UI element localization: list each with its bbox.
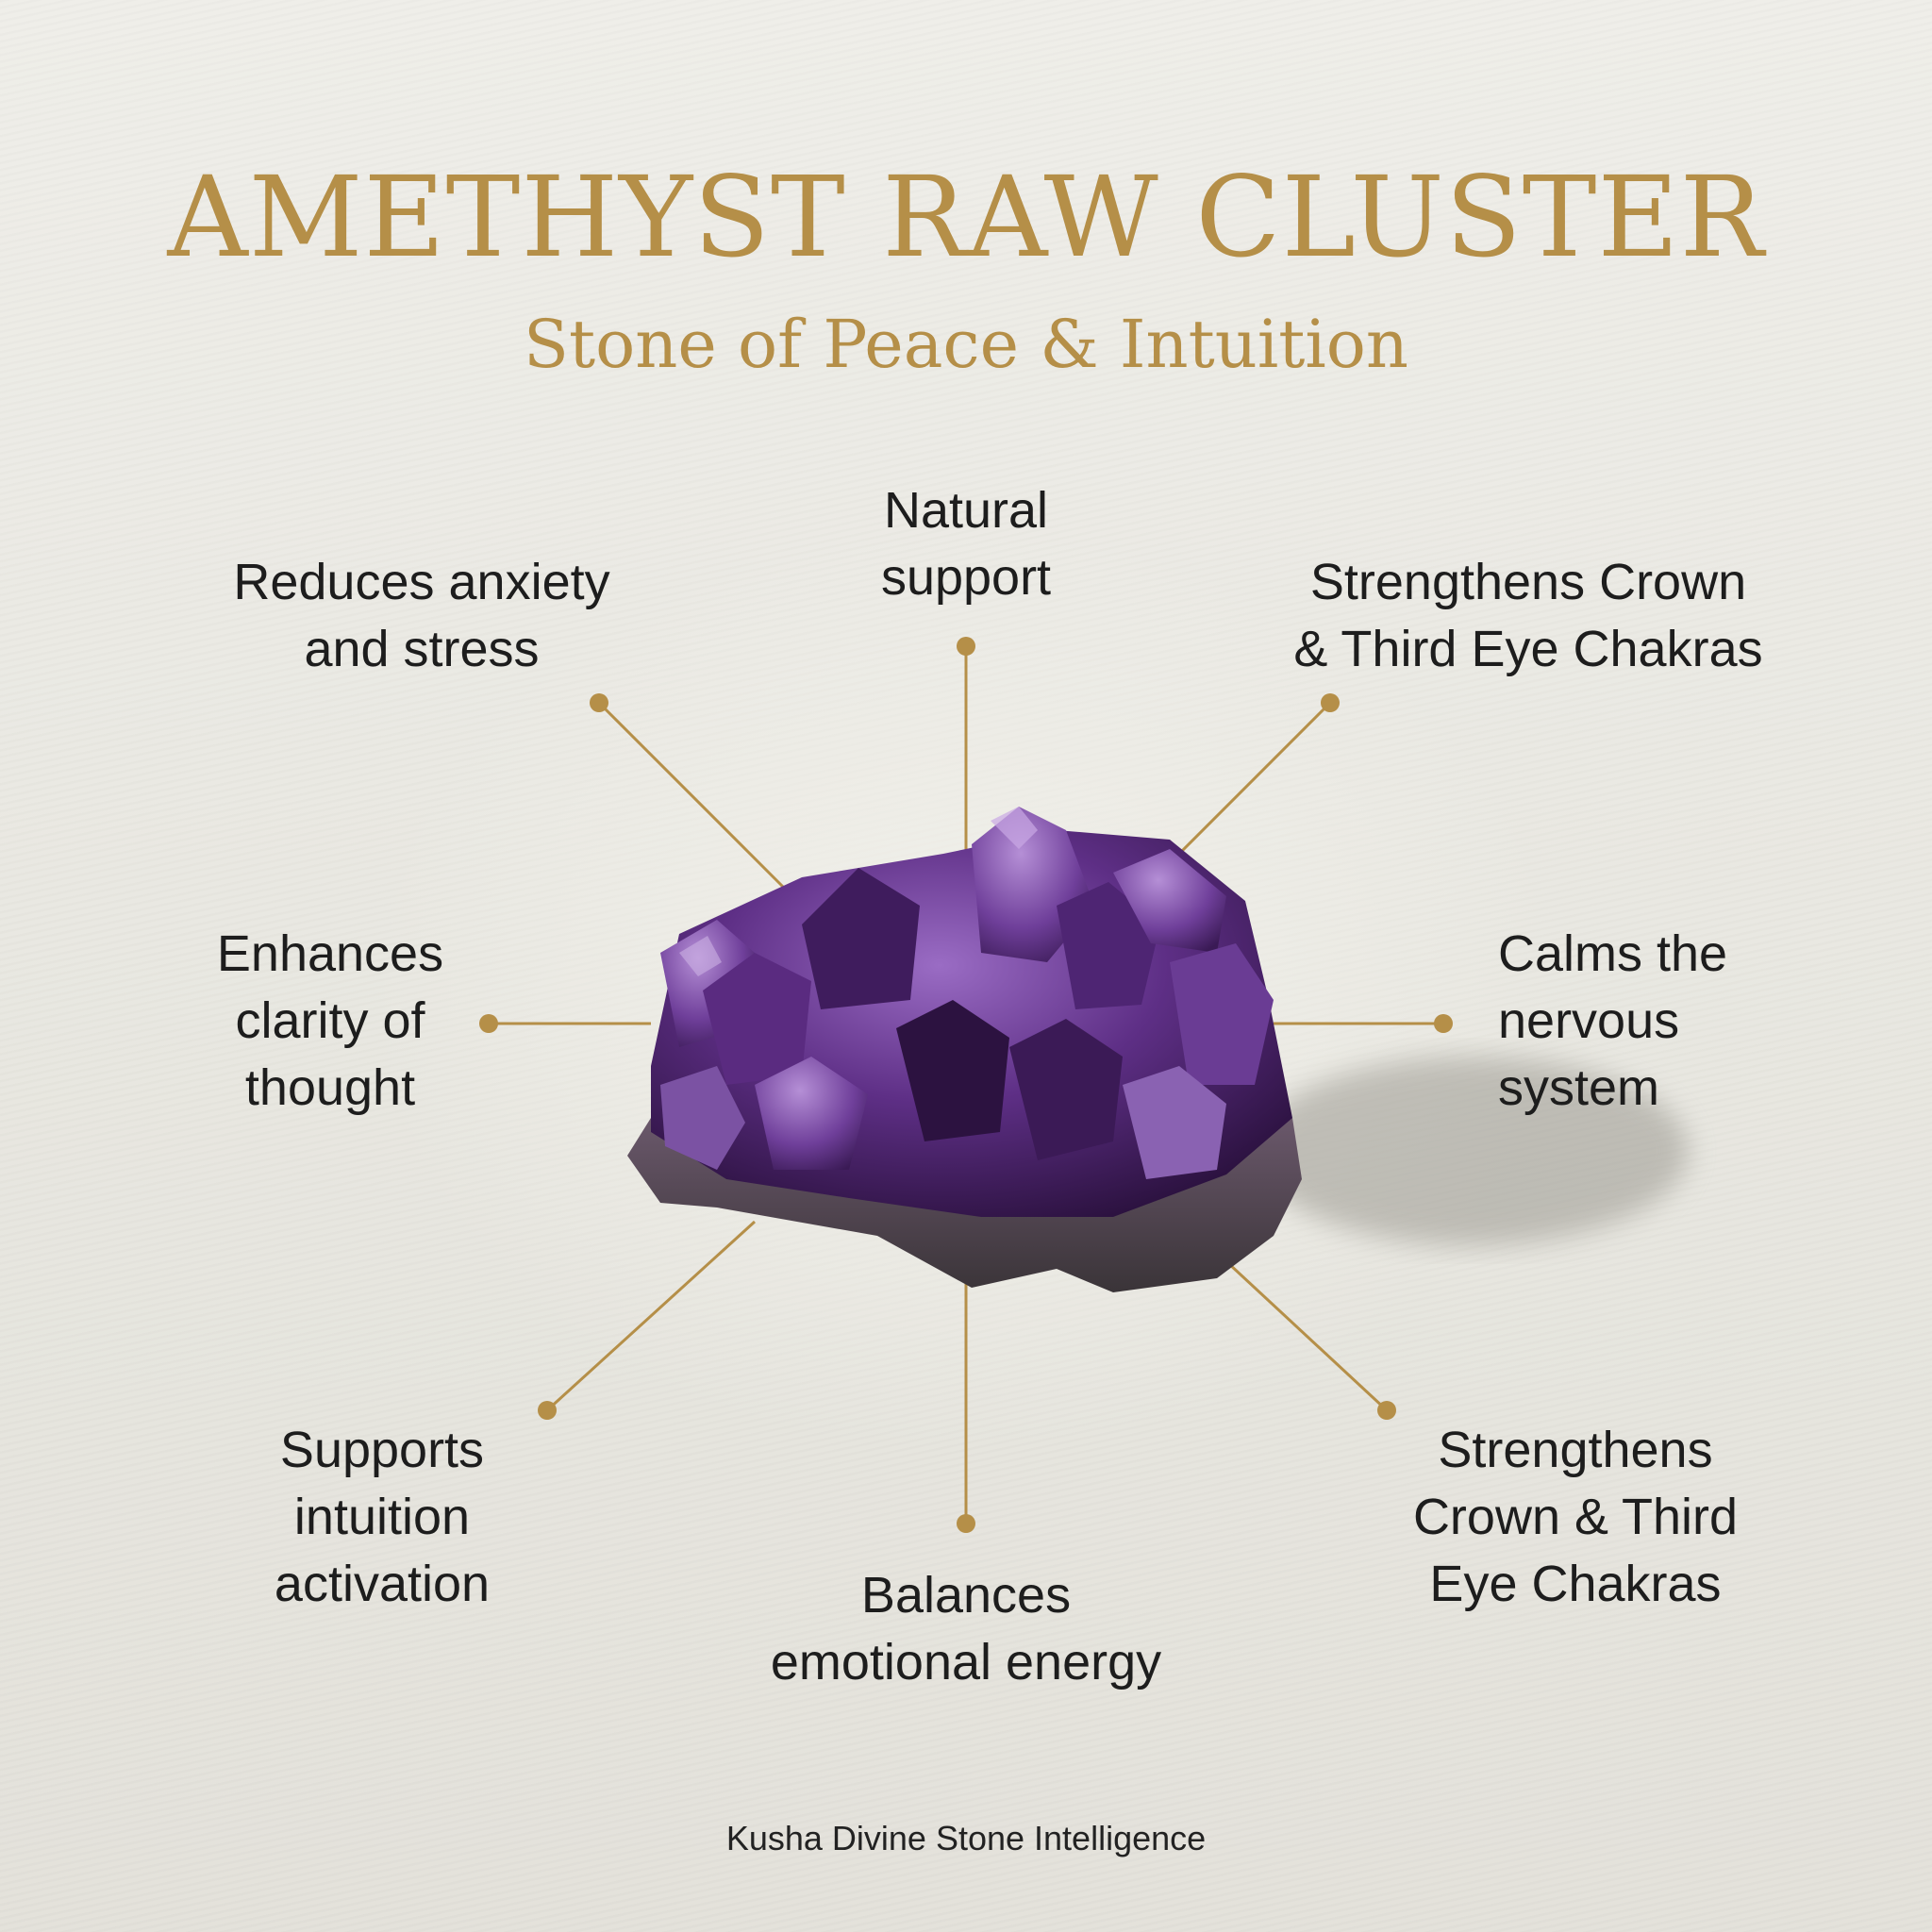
dot-bottom-right xyxy=(1377,1401,1396,1420)
page-title: AMETHYST RAW CLUSTER xyxy=(167,152,1765,282)
benefit-label-top-right: Strengthens Crown & Third Eye Chakras xyxy=(1217,549,1840,683)
benefit-line: Natural xyxy=(883,482,1049,539)
benefit-line: Reduces anxiety xyxy=(233,554,610,610)
leader-line-top-left xyxy=(597,701,785,889)
benefit-label-bottom: Balances emotional energy xyxy=(692,1562,1240,1696)
benefit-line: system xyxy=(1498,1059,1660,1116)
benefit-label-bottom-left: Supports intuition activation xyxy=(226,1417,538,1618)
dot-bottom xyxy=(957,1514,975,1533)
leader-dots xyxy=(479,637,1453,1533)
benefit-label-bottom-right: Strengthens Crown & Third Eye Chakras xyxy=(1358,1417,1792,1618)
benefit-line: Supports xyxy=(279,1422,485,1478)
dot-top-right xyxy=(1321,693,1340,712)
dot-bottom-left xyxy=(538,1401,557,1420)
benefit-line: Strengthens xyxy=(1438,1422,1713,1478)
benefit-label-mid-right: Calms the nervous system xyxy=(1498,921,1838,1122)
benefit-label-top-left: Reduces anxiety and stress xyxy=(158,549,686,683)
dot-top xyxy=(957,637,975,656)
benefit-line: intuition xyxy=(293,1489,471,1545)
benefit-line: & Third Eye Chakras xyxy=(1293,621,1763,677)
page-subtitle: Stone of Peace & Intuition xyxy=(524,306,1408,383)
benefit-line: Balances xyxy=(860,1567,1072,1624)
dot-mid-left xyxy=(479,1014,498,1033)
benefit-line: clarity of xyxy=(235,992,425,1049)
benefit-line: Strengthens Crown xyxy=(1309,554,1747,610)
benefit-label-mid-left: Enhances clarity of thought xyxy=(170,921,491,1122)
benefit-line: and stress xyxy=(304,621,540,677)
amethyst-cluster-image xyxy=(627,807,1302,1292)
benefit-line: Crown & Third xyxy=(1412,1489,1739,1545)
leader-line-bottom-left xyxy=(545,1220,757,1412)
benefit-label-top: Natural support xyxy=(777,477,1155,611)
benefit-line: support xyxy=(880,549,1052,606)
dot-mid-right xyxy=(1434,1014,1453,1033)
leader-lines xyxy=(489,646,1443,1524)
benefit-line: Eye Chakras xyxy=(1429,1556,1722,1612)
benefit-line: thought xyxy=(244,1059,416,1116)
dot-top-left xyxy=(590,693,608,712)
crystal-shadow xyxy=(1255,1057,1689,1245)
benefit-line: Calms the xyxy=(1498,925,1728,982)
brand-footer: Kusha Divine Stone Intelligence xyxy=(725,1819,1207,1857)
benefit-line: nervous xyxy=(1498,992,1680,1049)
benefit-line: Enhances xyxy=(216,925,444,982)
leader-line-top-right xyxy=(1158,701,1332,874)
benefit-line: activation xyxy=(274,1556,491,1612)
benefit-line: emotional energy xyxy=(770,1634,1162,1690)
